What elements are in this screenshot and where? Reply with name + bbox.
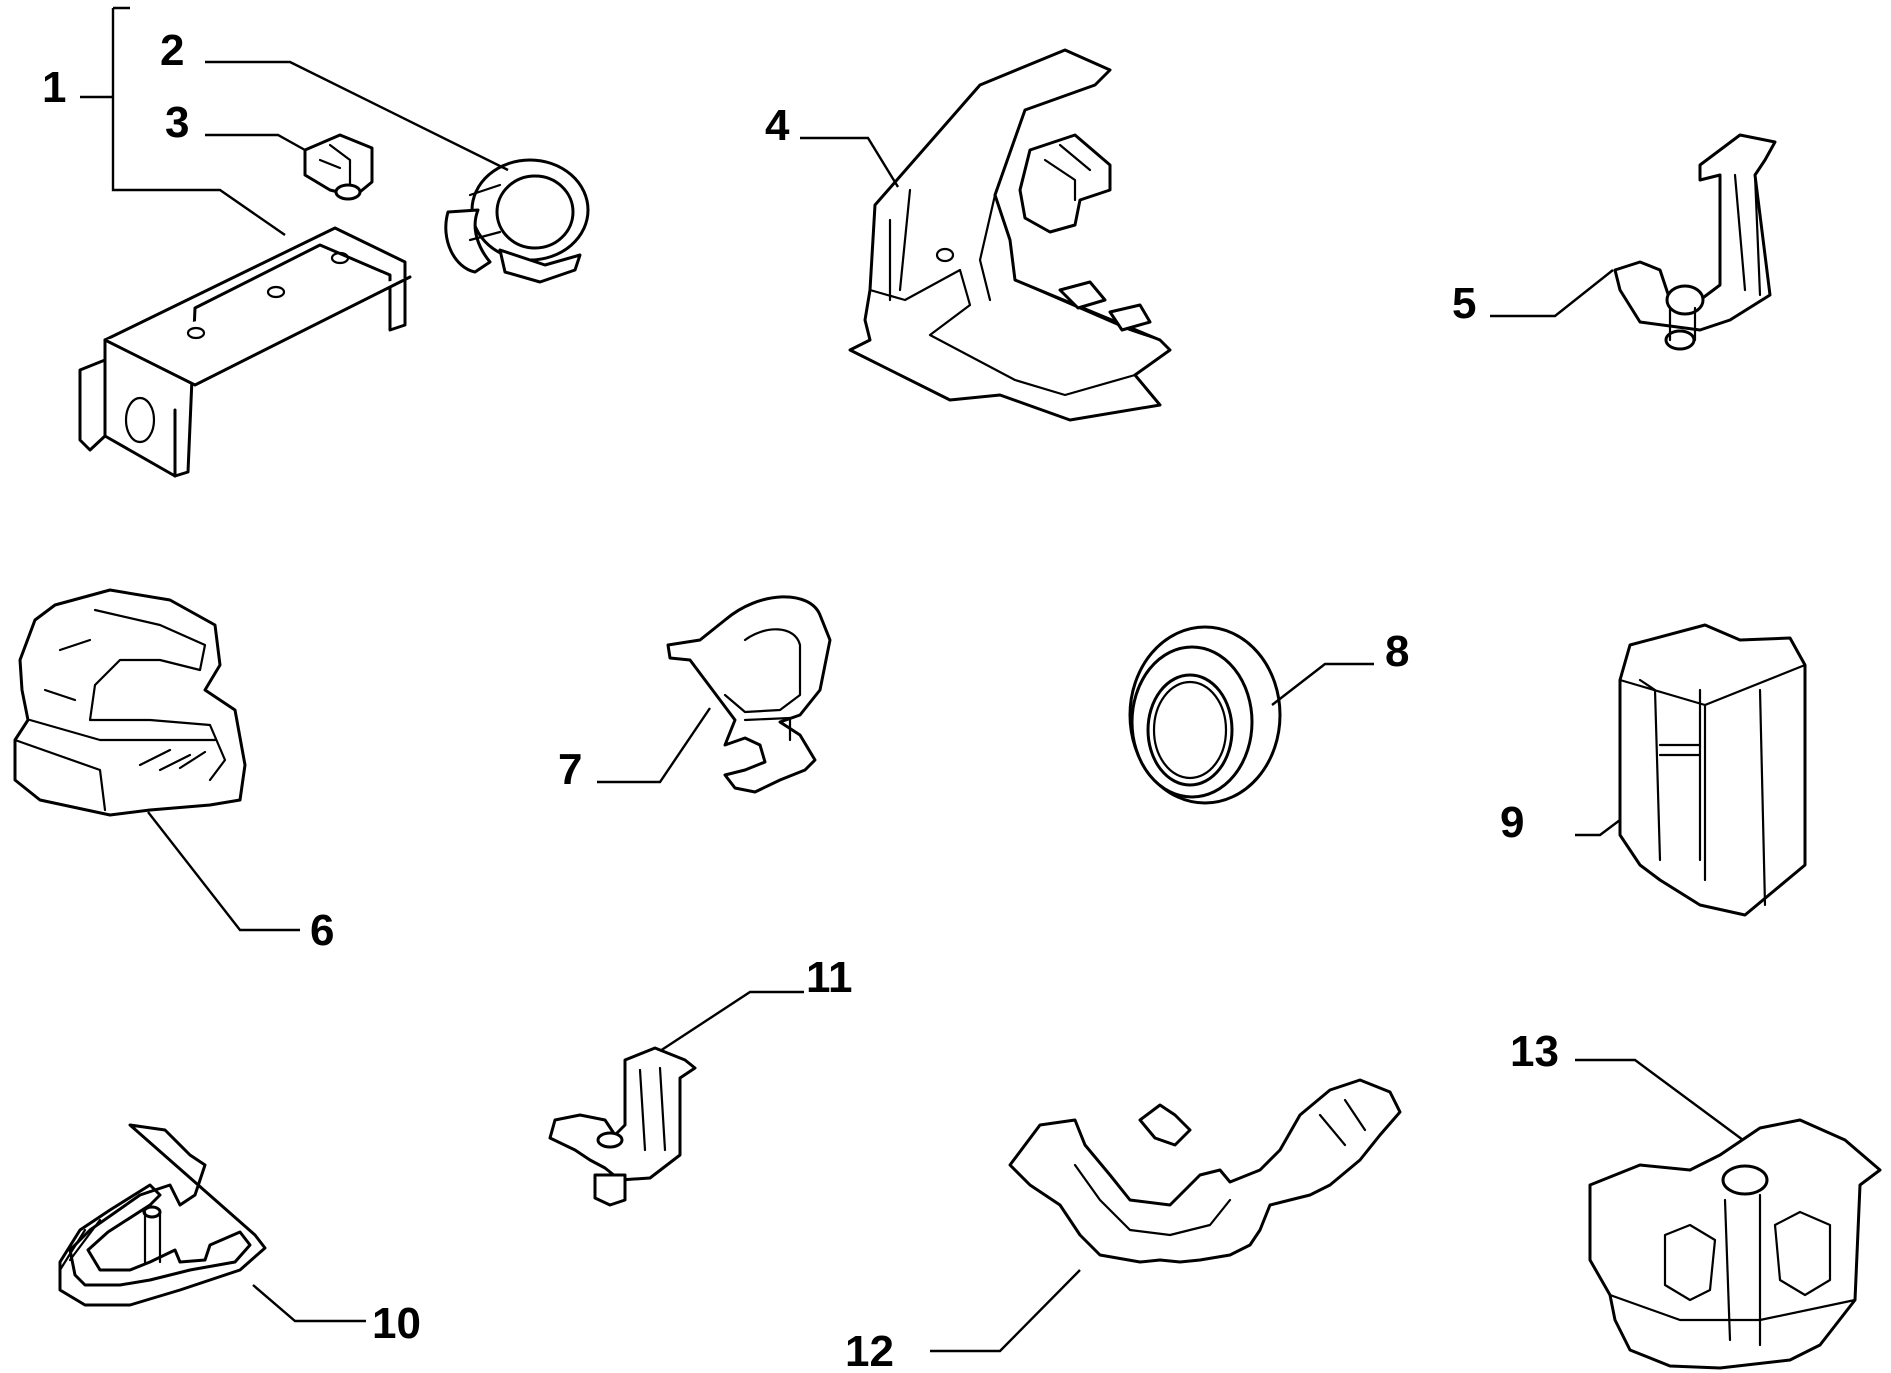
- part-10-bracket-clip: [58, 1123, 267, 1307]
- part-11-fitting: [548, 1046, 697, 1207]
- callout-3: 3: [165, 98, 189, 147]
- callout-10: 10: [372, 1299, 421, 1348]
- callout-11: 11: [806, 953, 853, 1002]
- callout-7: 7: [558, 745, 582, 794]
- callout-6: 6: [310, 906, 334, 955]
- callout-4: 4: [765, 101, 790, 150]
- part-5-wire-clip: [1613, 133, 1777, 351]
- leader-7: [597, 707, 711, 784]
- callout-13: 13: [1510, 1027, 1559, 1076]
- callout-12: 12: [845, 1327, 894, 1373]
- part-6-harness-clip: [13, 588, 247, 817]
- leader-lines: [80, 6, 1744, 1353]
- callout-2: 2: [160, 26, 184, 75]
- leader-2: [205, 60, 509, 172]
- leader-4: [800, 136, 900, 188]
- leader-1: [80, 8, 286, 236]
- leader-10: [252, 1284, 366, 1323]
- part-12-double-clip: [1008, 1078, 1402, 1264]
- part-4-support-bracket: [848, 48, 1172, 422]
- leader-13: [1575, 1058, 1744, 1141]
- part-13-clip-assembly: [1588, 1118, 1882, 1370]
- part-8-grommet: [1128, 625, 1282, 805]
- part-1-mounting-bracket: [78, 226, 412, 478]
- part-3-small-clip: [303, 133, 374, 201]
- callout-1: 1: [42, 63, 66, 112]
- part-7-pipe-clip: [666, 595, 832, 794]
- leader-6: [147, 811, 300, 932]
- callout-5: 5: [1452, 279, 1476, 328]
- callout-8: 8: [1385, 627, 1409, 676]
- leader-12: [930, 1269, 1081, 1353]
- part-2-hose-clamp: [444, 158, 590, 284]
- leader-9: [1575, 819, 1621, 837]
- leader-11: [659, 990, 804, 1053]
- leader-5: [1490, 269, 1614, 318]
- leader-8: [1271, 662, 1374, 706]
- part-9-connector-block: [1618, 623, 1807, 917]
- callout-9: 9: [1500, 798, 1524, 847]
- callout-labels: 1 2 3 4 5 6 7 8 9 10 11 12 13: [42, 26, 1559, 1373]
- leader-3: [205, 133, 306, 152]
